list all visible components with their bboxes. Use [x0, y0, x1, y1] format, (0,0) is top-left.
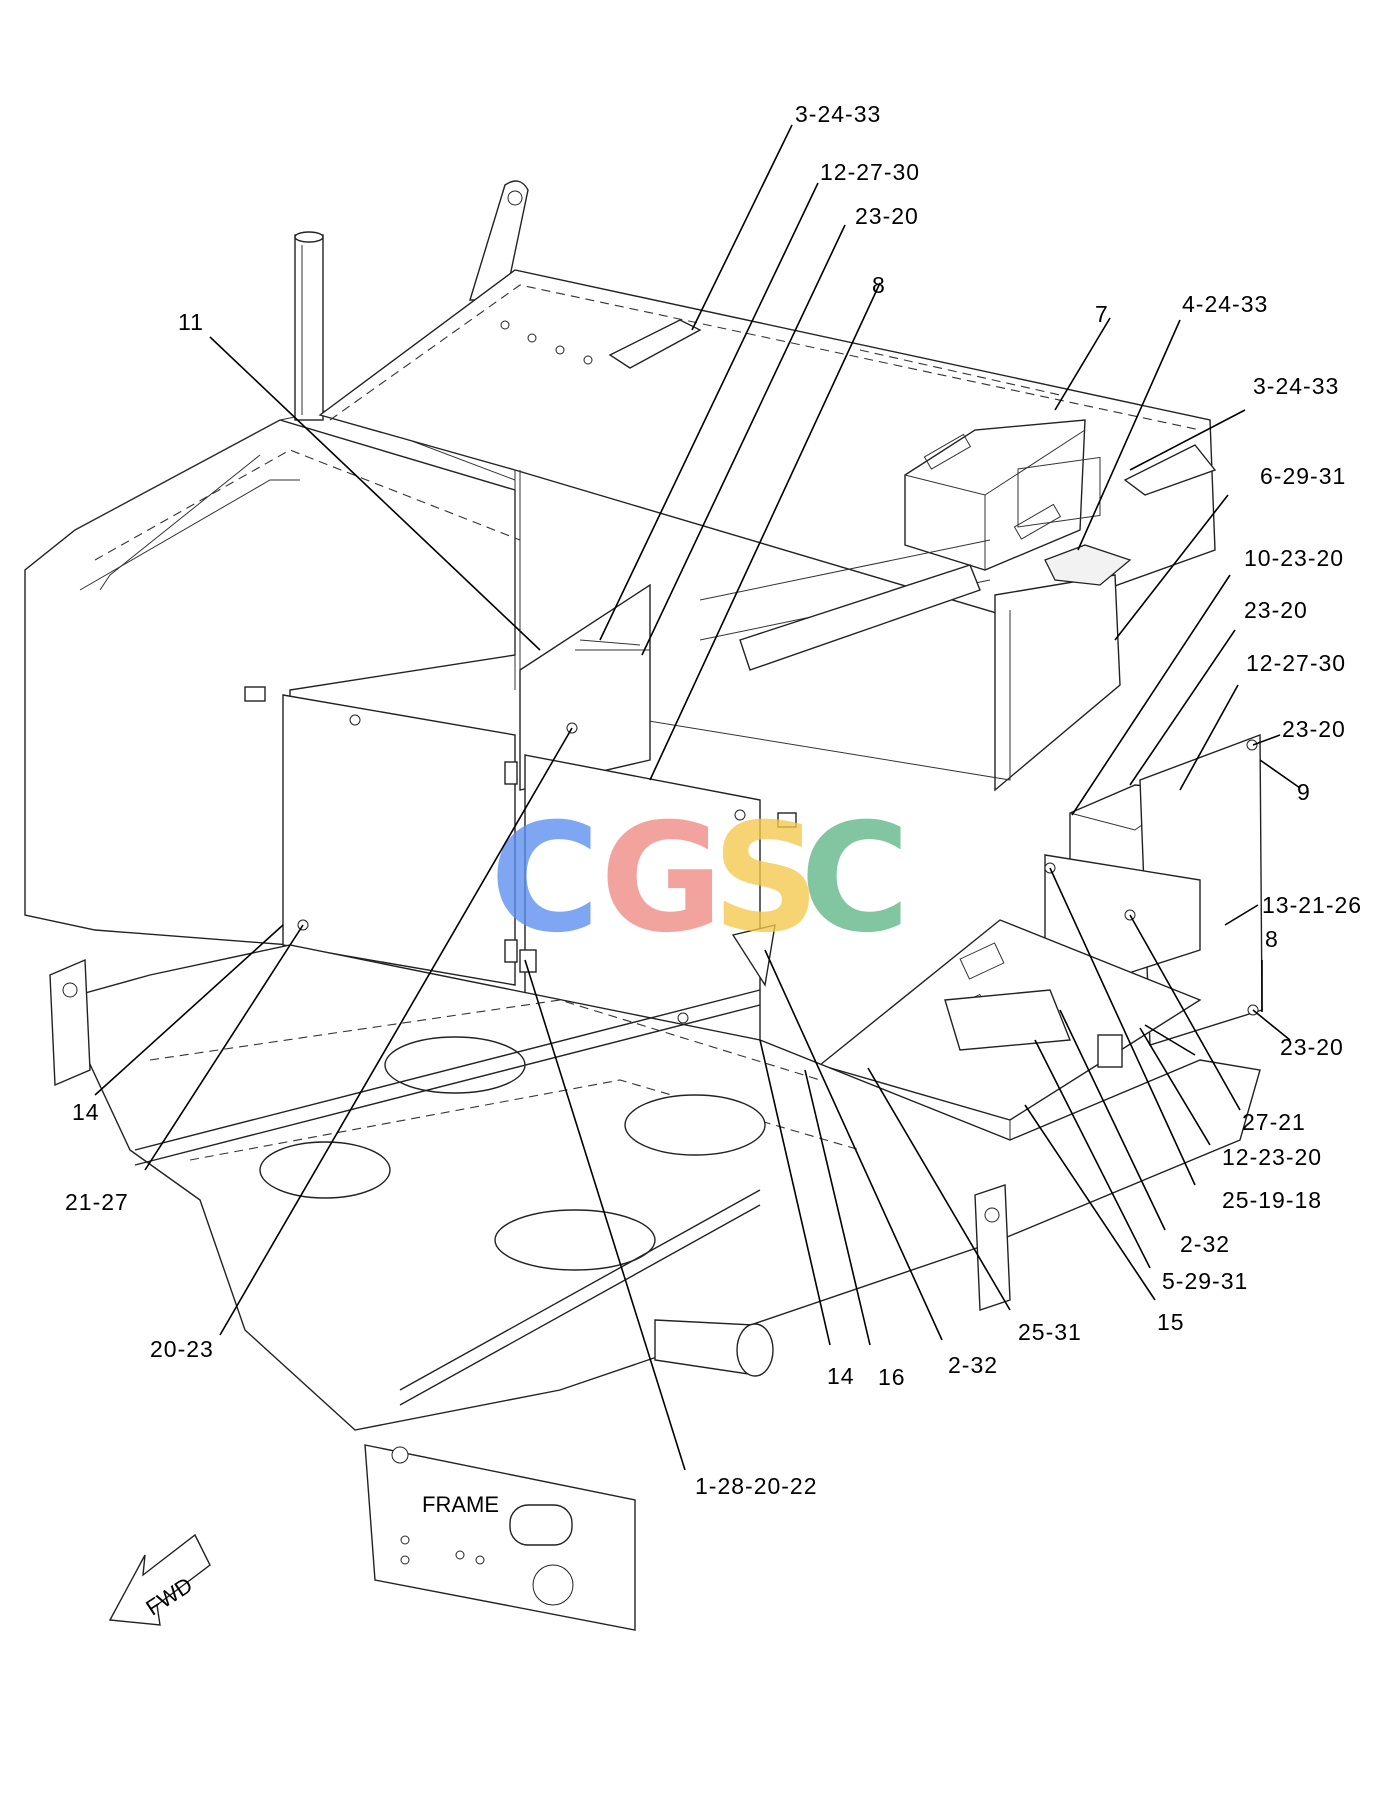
- callout-15: 15: [1157, 1309, 1185, 1335]
- callout-3-24-33-right: 3-24-33: [1253, 373, 1339, 399]
- callout-1-28-20-22: 1-28-20-22: [695, 1473, 818, 1499]
- callout-12-27-30-top: 12-27-30: [820, 159, 920, 185]
- callout-27-21: 27-21: [1242, 1109, 1306, 1135]
- watermark-letter-4: C: [800, 792, 910, 966]
- callout-23-20-right: 23-20: [1282, 716, 1346, 742]
- leader-lines: [94, 124, 1301, 1471]
- callout-12-23-20: 12-23-20: [1222, 1144, 1322, 1170]
- watermark: C G S C: [490, 792, 910, 966]
- callout-5-29-31: 5-29-31: [1162, 1268, 1248, 1294]
- callout-25-19-18: 25-19-18: [1222, 1187, 1322, 1213]
- watermark-letter-1: C: [490, 792, 600, 966]
- fwd-arrow: FWD: [108, 1533, 211, 1626]
- callout-21-27: 21-27: [65, 1189, 129, 1215]
- callout-16: 16: [878, 1364, 906, 1390]
- callout-13-21-26: 13-21-26: [1262, 892, 1362, 918]
- upper-housing: [24, 180, 1217, 946]
- side-panels: [244, 686, 797, 1041]
- callout-25-31: 25-31: [1018, 1319, 1082, 1345]
- callout-3-24-33-top: 3-24-33: [795, 101, 881, 127]
- callout-6-29-31: 6-29-31: [1260, 463, 1346, 489]
- callout-labels: 3-24-33 12-27-30 23-20 8 11 7 4-24-33 3-…: [65, 101, 1362, 1499]
- callout-12-27-30-right: 12-27-30: [1246, 650, 1346, 676]
- watermark-letter-2: G: [600, 792, 723, 966]
- lower-frame: [49, 944, 1261, 1631]
- callout-23-20-mid: 23-20: [1244, 597, 1308, 623]
- callout-23-20-bottom-right: 23-20: [1280, 1034, 1344, 1060]
- callout-2-32-bottom: 2-32: [948, 1352, 998, 1378]
- callout-10-23-20: 10-23-20: [1244, 545, 1344, 571]
- callout-9: 9: [1297, 779, 1311, 805]
- watermark-letter-3: S: [712, 792, 820, 966]
- callout-8-top: 8: [872, 272, 886, 298]
- callout-4-24-33: 4-24-33: [1182, 291, 1268, 317]
- callout-8-right: 8: [1265, 926, 1279, 952]
- callout-7: 7: [1095, 301, 1109, 327]
- callout-20-23: 20-23: [150, 1336, 214, 1362]
- callout-23-20-top: 23-20: [855, 203, 919, 229]
- callout-2-32-right: 2-32: [1180, 1231, 1230, 1257]
- callout-11: 11: [178, 309, 204, 335]
- frame-label: FRAME: [422, 1492, 499, 1517]
- callout-14-bottom: 14: [827, 1363, 855, 1389]
- callout-14-left: 14: [72, 1099, 100, 1125]
